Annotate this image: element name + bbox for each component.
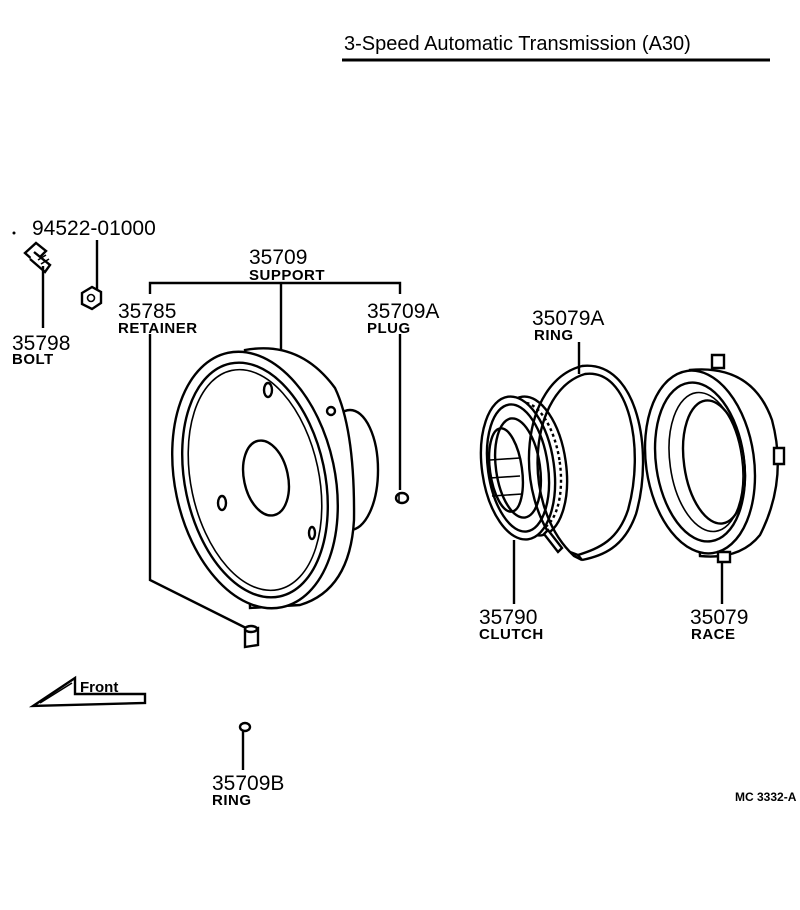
retainer-name: RETAINER <box>118 320 198 337</box>
ring-b-name: RING <box>212 792 252 809</box>
bolt-name: BOLT <box>12 351 54 368</box>
plug-icon <box>394 491 410 505</box>
support-number: 35709 <box>249 246 307 269</box>
clutch-number: 35790 <box>479 606 537 629</box>
support-name: SUPPORT <box>249 267 325 284</box>
ring-b-icon <box>238 721 252 733</box>
front-label: Front <box>80 679 118 696</box>
ring-b-number: 35709B <box>212 772 284 795</box>
support-drawing <box>171 347 380 610</box>
plug-number: 35709A <box>367 300 439 323</box>
retainer-number: 35785 <box>118 300 176 323</box>
bolt-part-number: 94522-01000 <box>12 217 156 240</box>
support-bracket <box>148 281 402 294</box>
diagram-code: MC 3332-A <box>735 790 797 804</box>
race-name: RACE <box>691 626 736 643</box>
race-drawing <box>643 353 786 564</box>
svg-text:94522-01000: 94522-01000 <box>32 217 156 240</box>
ring-a-drawing <box>527 364 645 562</box>
page-title: 3-Speed Automatic Transmission (A30) <box>344 33 691 55</box>
clutch-drawing <box>479 395 569 541</box>
race-number: 35079 <box>690 606 748 629</box>
retainer-pin-icon <box>243 624 260 649</box>
retainer-leader <box>148 334 247 630</box>
ring-a-number: 35079A <box>532 307 604 330</box>
bolt-icon <box>23 241 52 274</box>
nut-icon <box>80 285 103 311</box>
plug-name: PLUG <box>367 320 411 337</box>
ring-a-name: RING <box>534 327 574 344</box>
front-arrow-icon <box>28 675 147 708</box>
bolt-number: 35798 <box>12 332 70 355</box>
clutch-name: CLUTCH <box>479 626 544 643</box>
